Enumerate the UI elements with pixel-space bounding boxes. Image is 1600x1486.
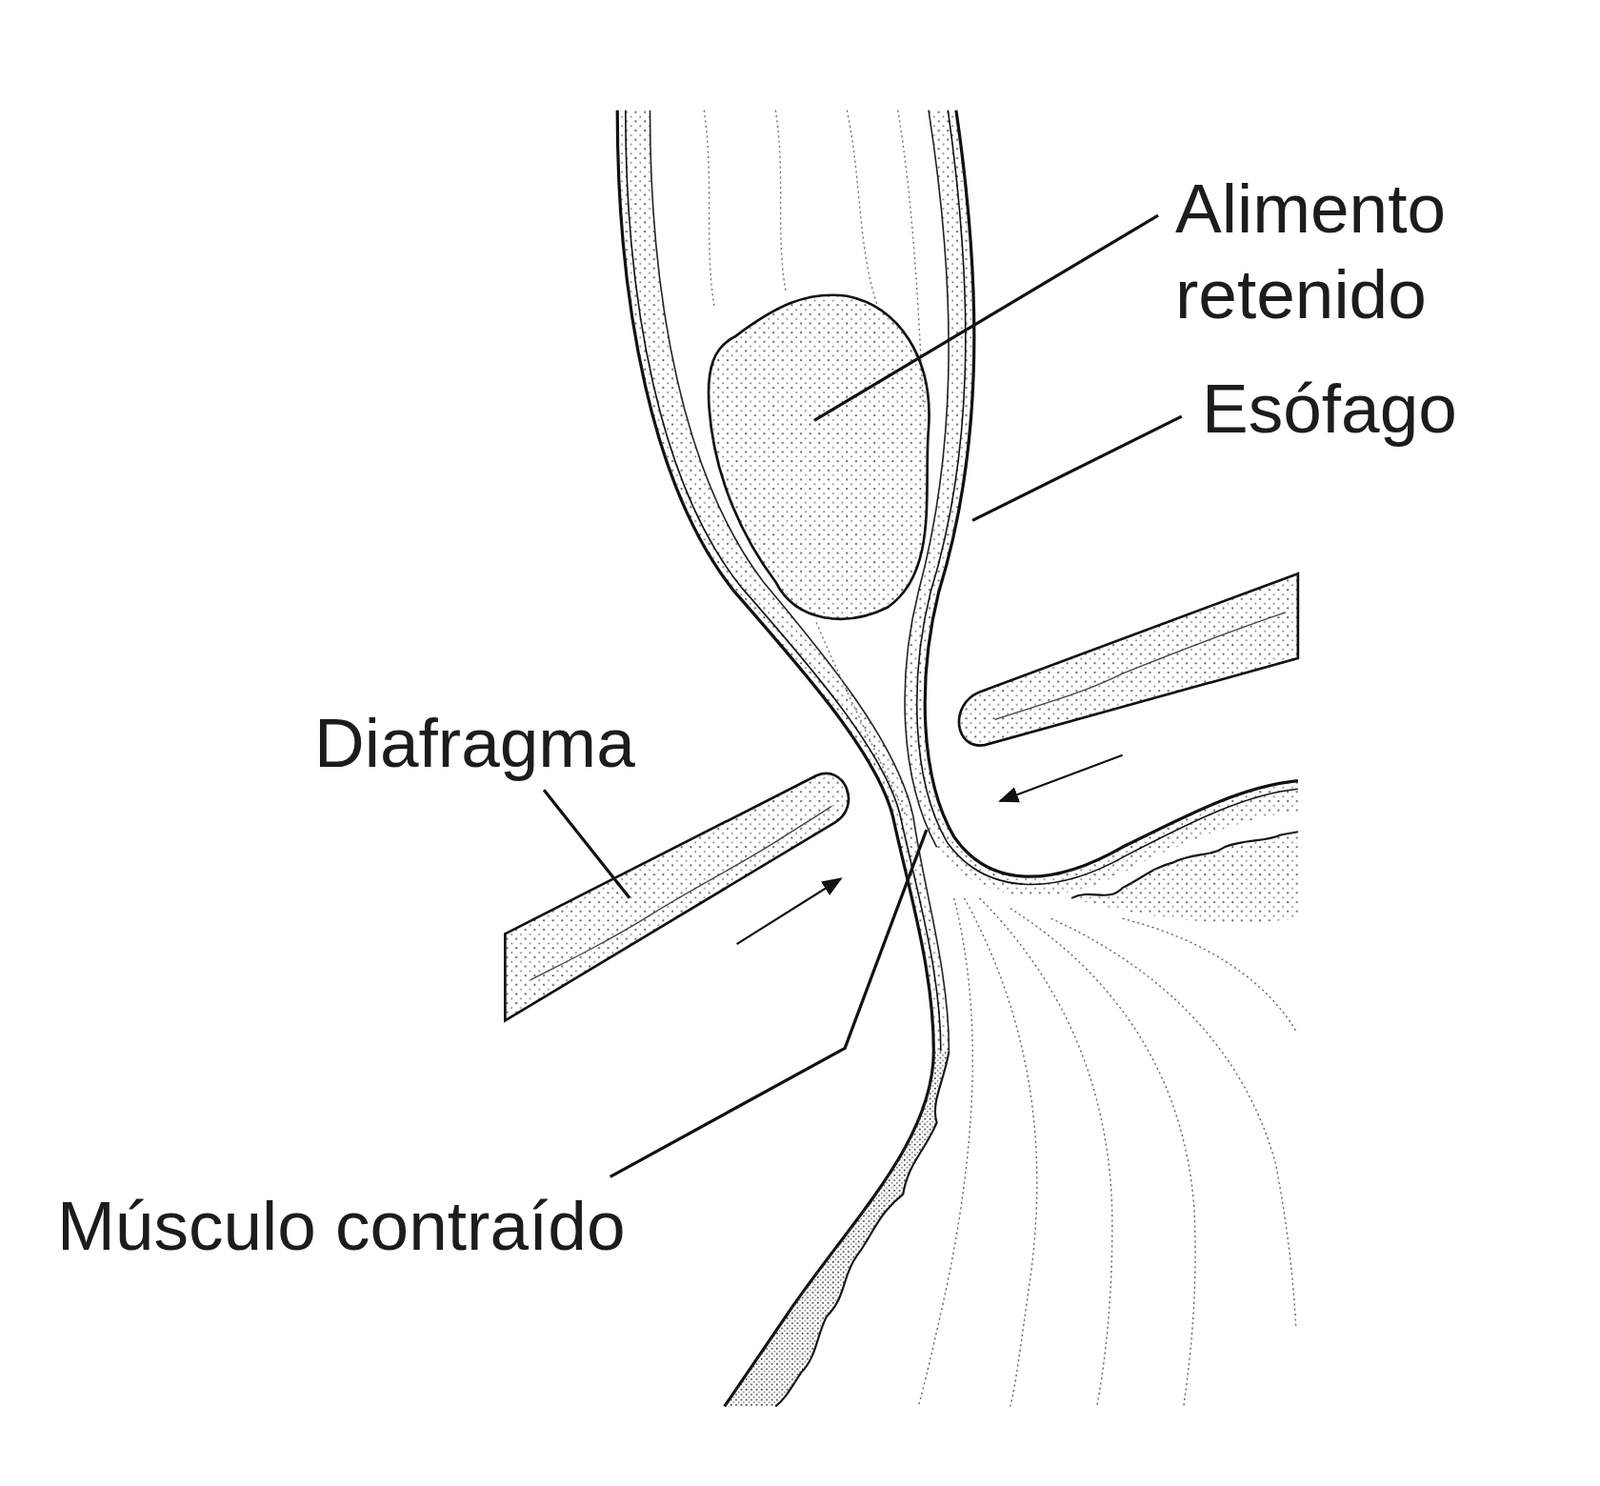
esophagus-label: Esófago [1201,365,1583,452]
diaphragm-texture [530,612,1286,980]
esophagus-inner-left [650,110,950,1052]
stomach-folds [918,898,1296,1407]
leader-lines [543,215,1182,1177]
food-bolus [708,295,930,620]
muscle-label: Músculo contraído [57,1182,915,1269]
diaphragm-label: Diafragma [314,700,848,786]
diaphragm-right [959,573,1299,745]
motion-arrow [737,879,841,945]
stomach-mucosa-right-fill [1071,831,1299,922]
diaphragm-left [504,773,849,1020]
food-label: Alimento retenido [1175,165,1585,338]
motion-arrow [1000,755,1123,801]
stomach-mucosa-left-fill [724,1051,950,1407]
